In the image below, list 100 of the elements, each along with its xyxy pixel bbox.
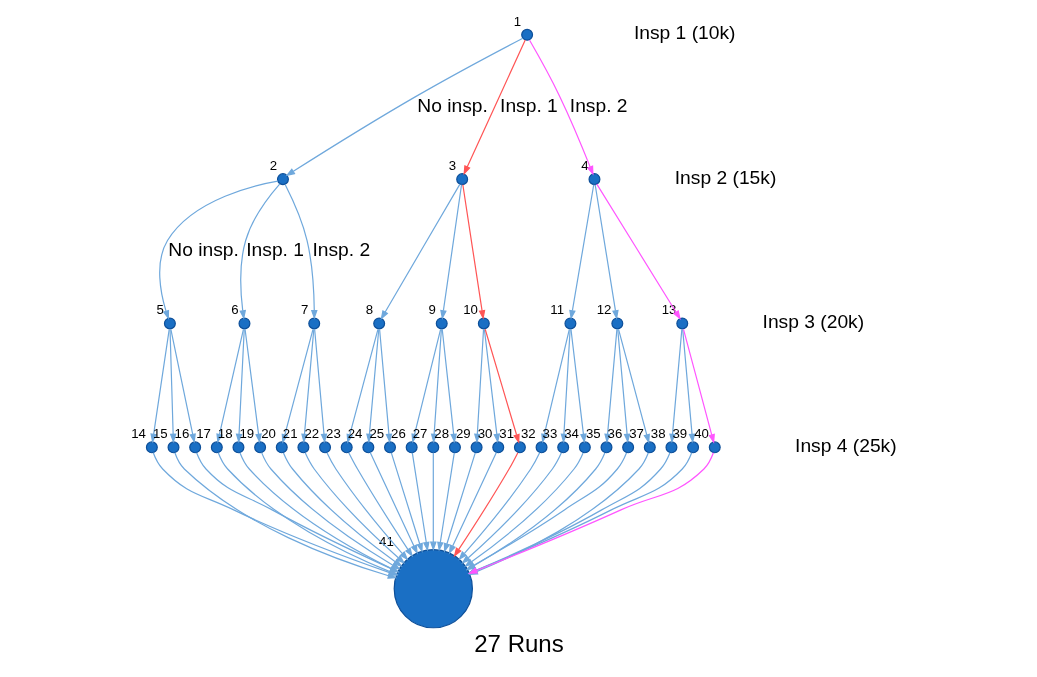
edge-label: Insp. 1: [245, 238, 304, 260]
node-circle: [405, 441, 418, 454]
node-label: 30: [477, 426, 492, 442]
node-circle: [470, 441, 483, 454]
arrow: [168, 328, 176, 444]
arrow: [448, 451, 497, 555]
arrow: [668, 328, 682, 444]
node-label: 5: [156, 302, 164, 318]
node-circle: [276, 173, 289, 186]
arrow: [453, 452, 518, 558]
edge-label: Insp. 1: [499, 94, 558, 116]
node-label: 23: [325, 426, 341, 442]
node-label: 2: [269, 157, 277, 173]
arrow: [463, 452, 584, 568]
node-circle: [237, 317, 250, 330]
edge-label: No insp.: [167, 238, 239, 260]
arrow: [285, 37, 523, 177]
edge-label: Insp. 2: [311, 238, 370, 260]
arrow: [528, 39, 594, 176]
node-label: 12: [596, 302, 611, 318]
arrow: [215, 328, 244, 444]
edge-label: No insp.: [416, 94, 488, 116]
node-circle: [163, 317, 176, 330]
node-label: 39: [672, 426, 687, 442]
node-circle: [448, 441, 461, 454]
arrow: [282, 452, 403, 567]
node-circle: [307, 317, 320, 330]
node-label: 19: [239, 426, 254, 442]
arrow: [483, 328, 500, 444]
node-label: 7: [300, 302, 308, 318]
node-label: 1: [513, 13, 521, 29]
node-label: 38: [650, 426, 666, 442]
node-circle: [686, 441, 699, 454]
arrow: [462, 39, 526, 176]
node-circle: [361, 441, 374, 454]
node-label: 24: [347, 426, 362, 442]
arrow: [411, 452, 430, 552]
arrow: [682, 328, 715, 444]
node-circle: [477, 317, 490, 330]
arrow: [325, 452, 408, 561]
node-label: 15: [152, 426, 168, 442]
arrow: [460, 452, 562, 564]
arrow: [484, 328, 520, 444]
node-circle: [426, 441, 439, 454]
node-circle: [520, 28, 533, 41]
node-circle: [675, 317, 688, 330]
arrow: [169, 328, 196, 444]
arrow: [304, 452, 405, 564]
arrow: [158, 180, 278, 320]
label: Insp 3 (20k): [762, 311, 864, 333]
arrow: [284, 183, 318, 320]
node-circle: [610, 317, 623, 330]
node-circle: [435, 317, 448, 330]
node-circle: [563, 317, 576, 330]
node-circle: [535, 441, 548, 454]
arrow: [616, 328, 630, 444]
node-circle: [253, 441, 266, 454]
node-label: 37: [628, 426, 644, 442]
node-label: 10: [462, 302, 478, 318]
arrow: [603, 328, 617, 444]
node-label: 20: [260, 426, 276, 442]
caption: 27 Runs: [473, 629, 564, 657]
node-label: 3: [448, 157, 456, 173]
node-label: 40: [693, 426, 709, 442]
node-circle: [167, 441, 179, 454]
arrow: [369, 451, 418, 555]
arrow: [439, 184, 462, 320]
node-label: 34: [563, 426, 579, 442]
node-circle: [145, 441, 158, 454]
arrow: [429, 452, 437, 552]
arrow: [436, 452, 455, 552]
node-label: 14: [130, 426, 146, 442]
node-label: 27: [412, 426, 427, 442]
arrow: [594, 184, 619, 320]
node-circle: [340, 441, 353, 454]
node-label: 32: [520, 426, 536, 442]
node-label: 33: [542, 426, 557, 442]
node-circle: [708, 441, 721, 454]
node-circle: [621, 441, 634, 454]
arrow: [380, 183, 461, 320]
arrow: [457, 452, 540, 561]
node-circle: [643, 441, 656, 454]
node-label: 11: [549, 302, 564, 318]
arrow: [235, 328, 245, 444]
node-circle: [455, 173, 468, 186]
arrow: [569, 328, 587, 444]
arrow: [443, 452, 476, 553]
node-label: 9: [427, 302, 436, 318]
arrow: [243, 328, 262, 444]
node-circle: [556, 441, 569, 454]
arrow: [461, 184, 485, 320]
edge-label: Insp. 2: [569, 94, 628, 116]
arrow: [313, 328, 327, 444]
node-label: 22: [303, 426, 319, 442]
arrow: [441, 328, 457, 444]
label: Insp 2 (15k): [674, 166, 776, 188]
node-label: 29: [455, 426, 471, 442]
arrow: [617, 328, 650, 444]
arrow: [347, 452, 413, 558]
arrow: [260, 452, 401, 570]
